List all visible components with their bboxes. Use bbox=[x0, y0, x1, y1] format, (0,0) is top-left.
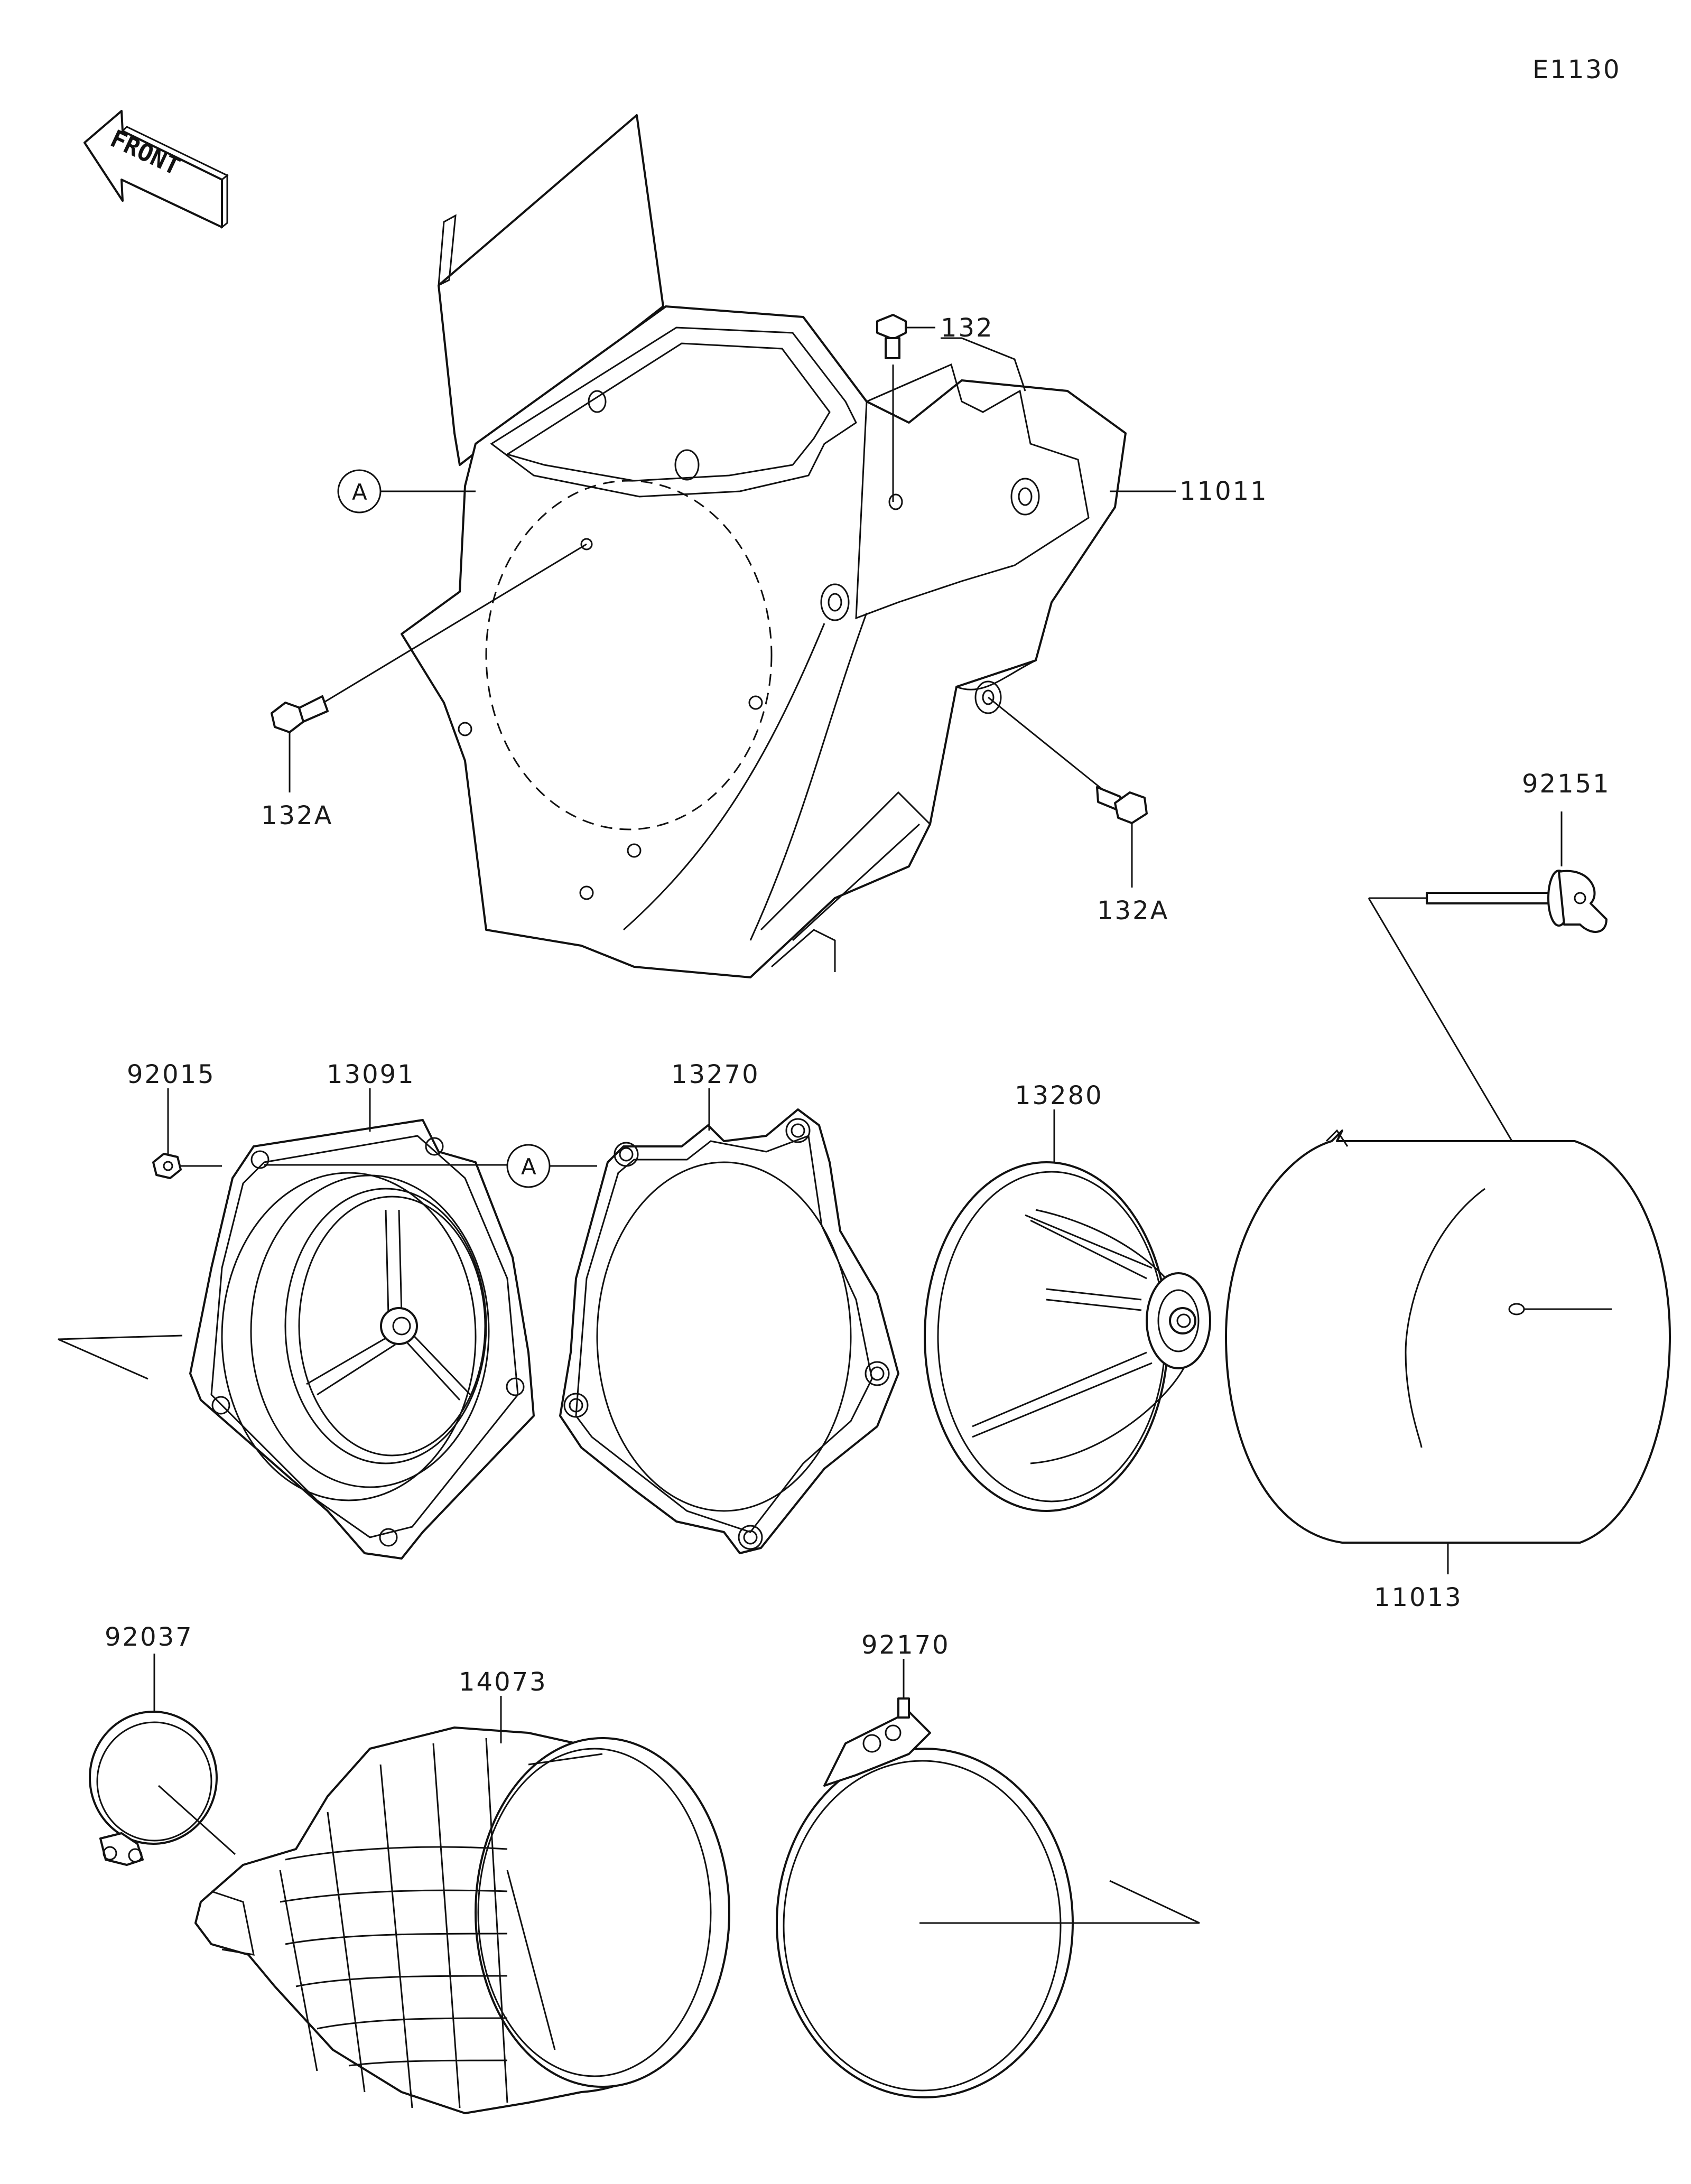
label-92037: 92037 bbox=[105, 1622, 193, 1652]
label-132A-left: 132A bbox=[261, 801, 333, 830]
hose-clamp-92170 bbox=[776, 1659, 1200, 2098]
label-13091: 13091 bbox=[327, 1060, 415, 1089]
label-11013: 11013 bbox=[1374, 1583, 1463, 1612]
bolt-132A-right bbox=[988, 696, 1148, 888]
label-13270: 13270 bbox=[671, 1060, 760, 1089]
label-11011: 11011 bbox=[1179, 477, 1268, 506]
label-92015: 92015 bbox=[127, 1060, 216, 1089]
gasket-13270 bbox=[559, 1088, 899, 1554]
label-132: 132 bbox=[941, 313, 994, 343]
front-arrow-icon: FRONT bbox=[83, 110, 229, 229]
label-92151: 92151 bbox=[1522, 769, 1611, 799]
air-cleaner-housing bbox=[401, 114, 1127, 978]
label-132A-right: 132A bbox=[1097, 896, 1169, 926]
ref-a-top-label: A bbox=[352, 479, 367, 505]
label-92170: 92170 bbox=[861, 1630, 950, 1660]
label-13280: 13280 bbox=[1015, 1081, 1103, 1110]
ref-mark-a-middle: A bbox=[506, 1144, 597, 1188]
base-plate-13091 bbox=[189, 1088, 535, 1560]
filter-cage-13280 bbox=[924, 1109, 1211, 1512]
nut-92015 bbox=[152, 1088, 222, 1179]
intake-duct-14073 bbox=[194, 1696, 730, 2114]
ref-a-middle-label: A bbox=[521, 1154, 536, 1180]
ref-mark-a-top: A bbox=[337, 469, 476, 514]
clamp-92037 bbox=[89, 1654, 236, 1866]
label-14073: 14073 bbox=[459, 1667, 547, 1697]
bolt-132A-left bbox=[271, 543, 587, 792]
diagram-code: E1130 bbox=[1532, 55, 1621, 85]
filter-element-11013 bbox=[1225, 1129, 1671, 1574]
bolt-132 bbox=[876, 314, 935, 502]
